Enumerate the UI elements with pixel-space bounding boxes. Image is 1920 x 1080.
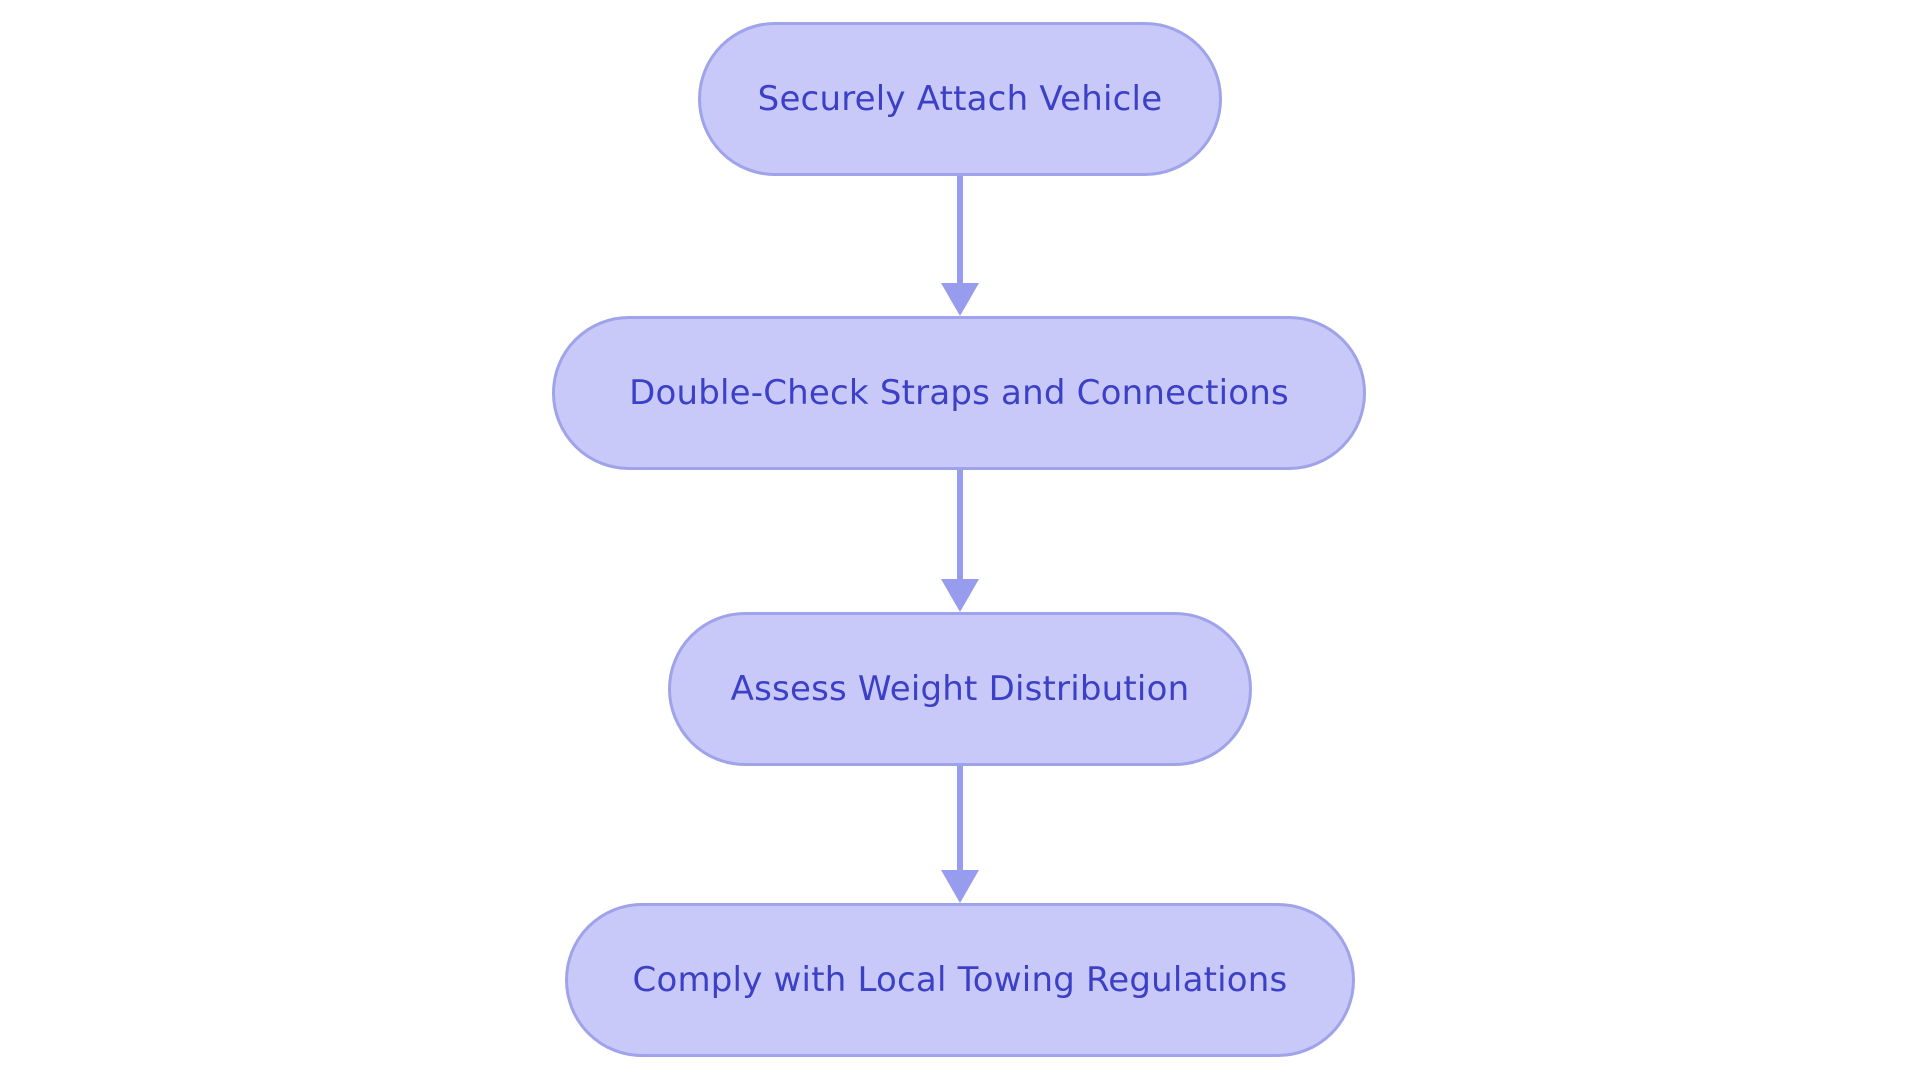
- node-label: Securely Attach Vehicle: [757, 78, 1163, 119]
- flowchart-node-comply-towing-regulations: Comply with Local Towing Regulations: [565, 903, 1355, 1057]
- arrow-down-head-icon: [941, 579, 979, 612]
- arrow-line: [957, 470, 963, 579]
- node-label: Double-Check Straps and Connections: [629, 372, 1289, 413]
- flow-arrow-1: [941, 176, 979, 316]
- flow-arrow-2: [941, 470, 979, 612]
- arrow-down-head-icon: [941, 283, 979, 316]
- arrow-down-head-icon: [941, 870, 979, 903]
- flowchart-node-double-check-straps: Double-Check Straps and Connections: [552, 316, 1366, 470]
- flowchart-node-assess-weight-distribution: Assess Weight Distribution: [668, 612, 1252, 766]
- flow-arrow-3: [941, 766, 979, 903]
- node-label: Assess Weight Distribution: [730, 668, 1190, 709]
- node-label: Comply with Local Towing Regulations: [632, 959, 1288, 1000]
- flowchart-node-securely-attach-vehicle: Securely Attach Vehicle: [698, 22, 1222, 176]
- arrow-line: [957, 176, 963, 283]
- arrow-line: [957, 766, 963, 870]
